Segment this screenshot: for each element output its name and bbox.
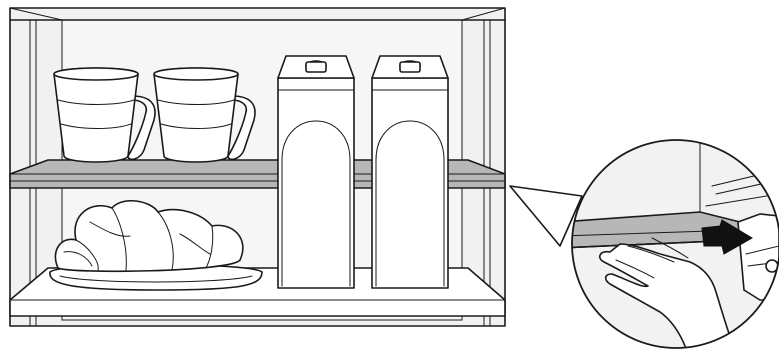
magnifier-callout-icon <box>560 130 779 354</box>
carton-icon <box>372 56 448 288</box>
callout-pointer <box>510 186 582 246</box>
carton-icon <box>278 56 354 288</box>
